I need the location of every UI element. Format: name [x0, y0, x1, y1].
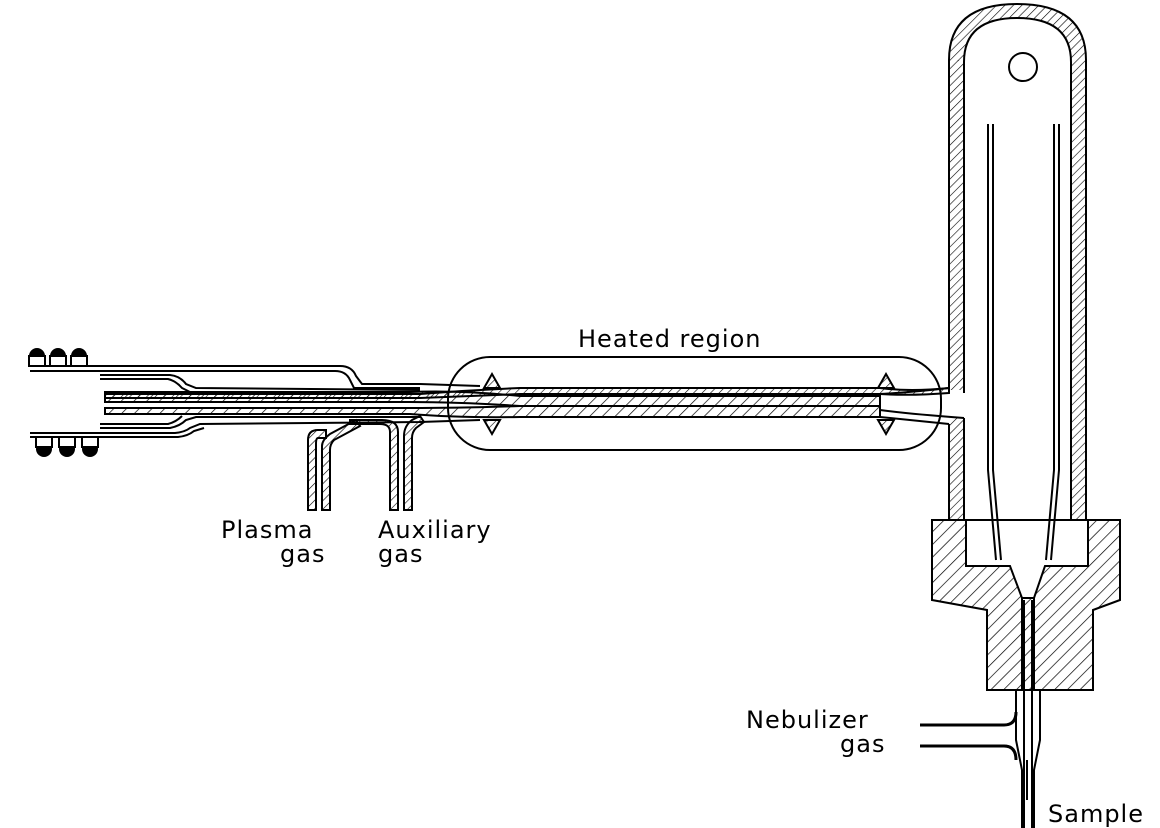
port-circle — [1008, 52, 1038, 82]
plasma-gas-label-line1: Plasma — [221, 516, 313, 544]
load-coil — [28, 348, 99, 457]
nebulizer-gas-label-line1: Nebulizer — [746, 706, 869, 734]
sample-label: Sample — [1048, 800, 1144, 828]
nebulizer-gas-inlet — [920, 711, 1018, 761]
auxiliary-gas-label-line1: Auxiliary — [378, 516, 492, 544]
transfer-tube — [104, 386, 965, 425]
nebulizer-fitting — [931, 519, 1121, 691]
heated-region-box — [447, 356, 942, 451]
heater-clamps — [482, 371, 896, 437]
plasma-gas-label-line2: gas — [280, 540, 325, 568]
auxiliary-gas-label-line2: gas — [378, 540, 423, 568]
auxiliary-gas-inlet — [349, 414, 426, 511]
heated-region-label: Heated region — [578, 325, 761, 353]
torch-outer-tubes — [30, 365, 481, 438]
plasma-gas-inlet — [307, 418, 362, 511]
nebulizer-gas-label-line2: gas — [840, 730, 885, 758]
spray-chamber — [948, 2, 1087, 561]
